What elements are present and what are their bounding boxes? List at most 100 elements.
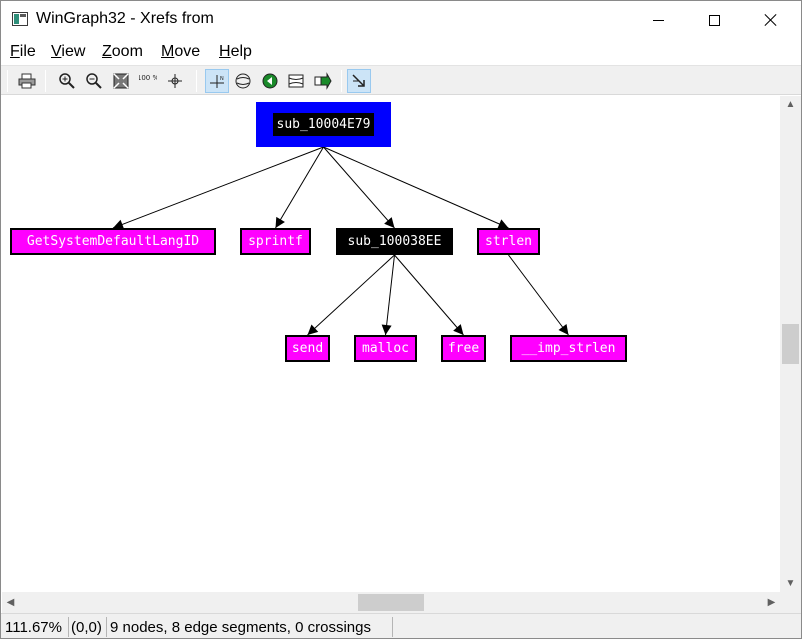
graph-edge [307,254,395,336]
close-icon [764,13,778,27]
window-title: WinGraph32 - Xrefs from [36,10,214,27]
menu-help-accel: H [219,43,231,60]
printer-icon [18,73,36,89]
vertical-scroll-thumb[interactable] [782,324,799,364]
polar-fisheye-icon [262,73,278,89]
menu-file[interactable]: File [10,39,36,61]
menu-move[interactable]: Move [161,39,200,61]
graph-node-label: strlen [485,234,532,249]
graph-edge [323,146,395,229]
menu-view[interactable]: View [51,39,85,61]
menu-view-accel: V [51,43,62,60]
graph-edge-arrowhead [113,219,125,230]
fit-window-icon [113,73,129,89]
menu-help[interactable]: Help [219,39,252,61]
title-bar[interactable]: WinGraph32 - Xrefs from [1,1,801,39]
graph-edge [112,146,324,229]
graph-node-label: sprintf [248,234,303,249]
graph-node-import[interactable]: free [441,335,486,362]
graph-edge-arrowhead [275,216,285,228]
toolbar-separator [45,70,46,92]
menu-file-label: ile [19,43,36,60]
graph-node-label: sub_10004E79 [272,113,375,136]
graph-edges [112,146,569,336]
graph-node-label: sub_100038EE [347,234,442,249]
maximize-button[interactable] [685,1,743,39]
toolbar-separator [7,70,8,92]
menu-view-label: iew [61,43,86,60]
cartesian-fisheye-icon [288,74,304,88]
graph-edge-arrowhead [307,324,319,335]
graph-node-import[interactable]: GetSystemDefaultLangID [10,228,216,255]
graph-node-function[interactable]: sub_100038EE [336,228,453,255]
zoom-in-icon [59,73,75,89]
graph-node-import[interactable]: strlen [477,228,540,255]
graph-node-import[interactable]: malloc [354,335,417,362]
fisheye-view-button[interactable] [231,69,255,93]
graph-edge [394,254,464,336]
menu-zoom-accel: Z [102,43,112,60]
status-info: 9 nodes, 8 edge segments, 0 crossings [110,619,371,636]
select-mode-button[interactable] [347,69,371,93]
graph-edge [323,146,509,229]
graph-edge [275,146,324,229]
graph-node-label: __imp_strlen [521,341,616,356]
graph-edge-arrowhead [558,324,569,335]
zoom-out-icon [86,73,102,89]
graph-node-import[interactable]: __imp_strlen [510,335,627,362]
graph-edge-arrowhead [381,324,392,335]
normal-view-icon: N [210,75,224,88]
scroll-left-icon[interactable]: ◀ [6,597,15,608]
menu-move-accel: M [161,43,175,60]
toolbar: 100 % N [1,65,801,95]
toolbar-separator [196,70,197,92]
graph-node-label: GetSystemDefaultLangID [26,234,200,249]
follow-edge-icon [314,72,332,90]
graph-node-label: free [447,341,480,356]
normal-view-button[interactable]: N [205,69,229,93]
graph-edge-arrowhead [497,219,509,229]
vertical-scrollbar[interactable]: ▲ ▼ [780,96,801,592]
zoom-out-button[interactable] [82,69,106,93]
horizontal-scroll-thumb[interactable] [358,594,424,611]
graph-edge-arrowhead [453,324,464,335]
center-button[interactable] [163,69,187,93]
fit-to-window-button[interactable] [109,69,133,93]
status-divider [106,617,107,637]
scroll-right-icon[interactable]: ▶ [767,597,776,608]
crosshair-icon [168,74,182,88]
print-button[interactable] [15,69,39,93]
graph-node-import[interactable]: sprintf [240,228,311,255]
graph-node-import[interactable]: send [285,335,330,362]
zoom-100-button[interactable]: 100 % [136,69,160,93]
graph-node-label: send [291,341,324,356]
menu-help-label: elp [230,43,252,60]
menu-zoom[interactable]: Zoom [102,39,143,61]
scroll-corner [780,592,801,613]
arrow-cursor-icon [352,74,365,87]
minimize-button[interactable] [629,1,687,39]
status-position: (0,0) [71,619,102,636]
menu-move-label: ove [174,43,201,60]
close-button[interactable] [742,1,800,39]
scroll-down-icon[interactable]: ▼ [785,578,796,589]
graph-edge-arrowhead [384,217,395,228]
menu-bar: File View Zoom Move Help [1,39,801,65]
polar-fisheye-button[interactable] [258,69,282,93]
scroll-up-icon[interactable]: ▲ [785,99,796,110]
graph-edge [508,254,569,336]
status-divider [392,617,393,637]
app-icon[interactable] [12,12,28,26]
zoom-in-button[interactable] [55,69,79,93]
horizontal-scrollbar[interactable]: ◀ ▶ [2,592,780,613]
zoom-100-icon: 100 % [139,74,157,82]
follow-edge-button[interactable] [311,69,335,93]
graph-node-root[interactable]: sub_10004E79 [256,102,391,147]
maximize-icon [708,14,720,26]
zoom-100-label: 100 % [139,74,157,82]
cartesian-fisheye-button[interactable] [284,69,308,93]
status-divider [68,617,69,637]
fisheye-icon [235,73,251,89]
